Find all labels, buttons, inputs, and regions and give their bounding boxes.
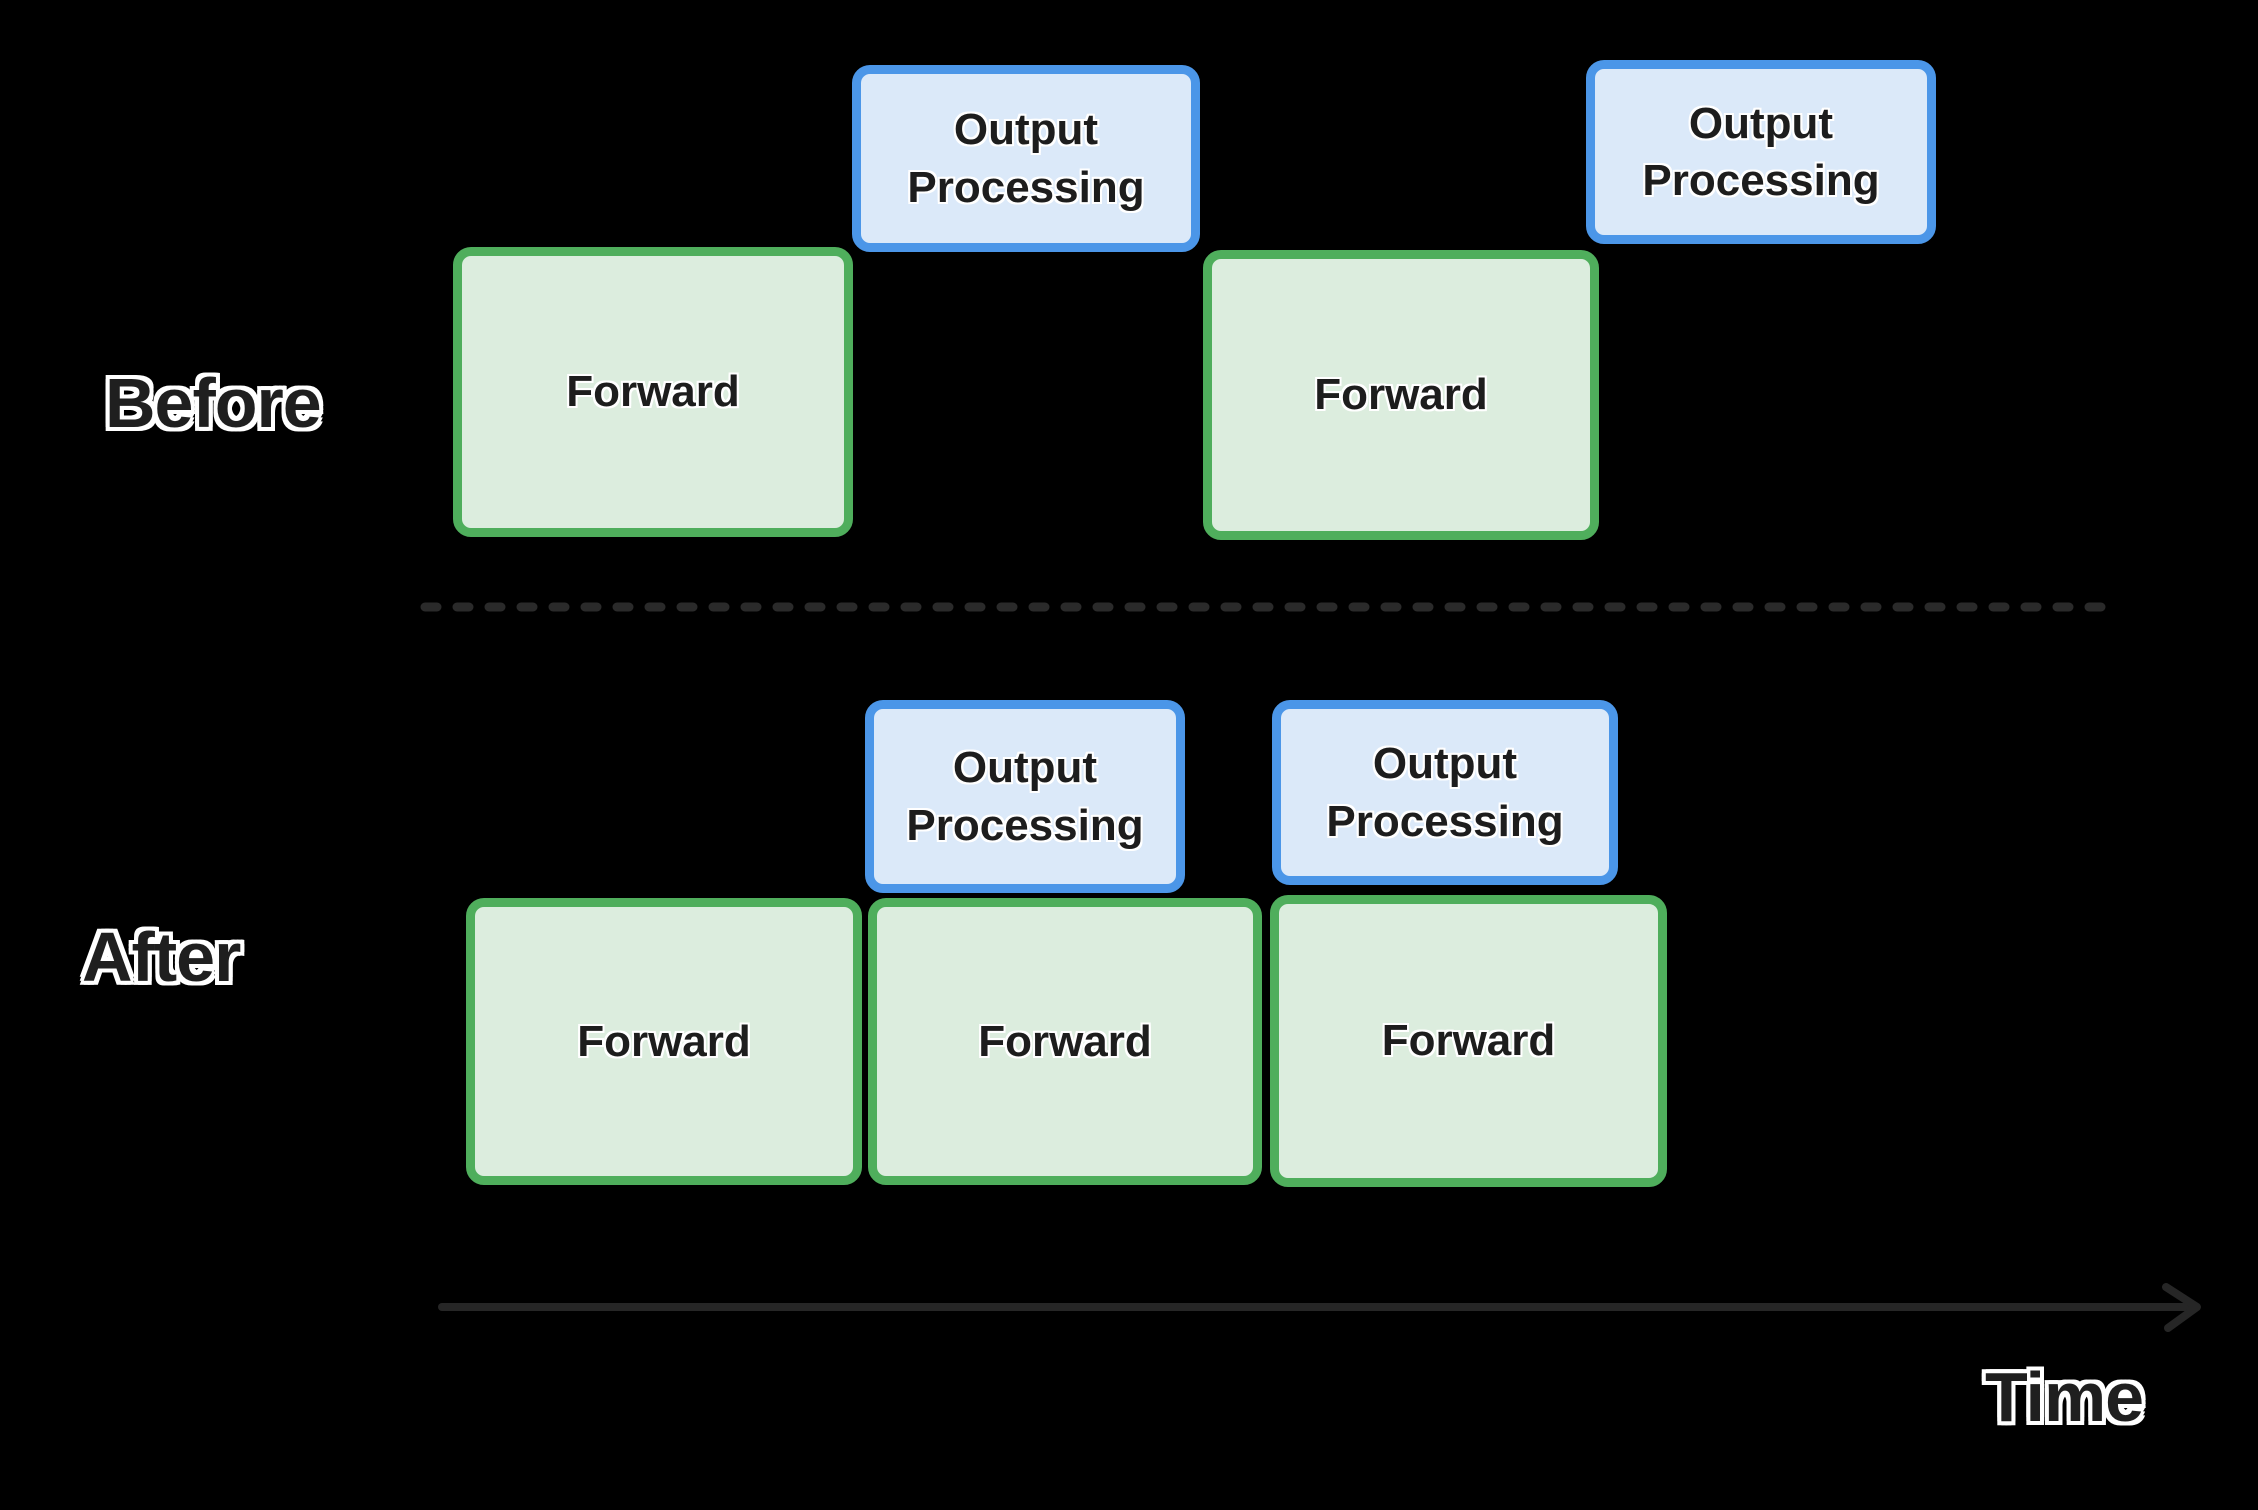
before-forward-2-box: Forward bbox=[1203, 250, 1599, 540]
before-output-processing-2-label: Output Processing bbox=[1642, 98, 1880, 205]
after-output-processing-1-label: Output Processing bbox=[906, 743, 1144, 850]
after-output-processing-2-label: Output Processing bbox=[1326, 739, 1564, 846]
after-forward-2-box: Forward bbox=[868, 898, 1262, 1185]
before-forward-1-box: Forward bbox=[453, 247, 853, 537]
time-axis-arrow-head bbox=[2162, 1283, 2201, 1332]
after-section-label: After bbox=[82, 918, 241, 996]
after-forward-2-label: Forward bbox=[978, 1016, 1152, 1066]
after-forward-1-box: Forward bbox=[466, 898, 862, 1185]
after-forward-3-box: Forward bbox=[1270, 895, 1667, 1187]
after-forward-1-label: Forward bbox=[577, 1016, 751, 1066]
time-axis-label: Time bbox=[1985, 1358, 2144, 1436]
after-output-processing-1-box: Output Processing bbox=[865, 700, 1185, 893]
before-forward-2-label: Forward bbox=[1314, 370, 1488, 420]
before-output-processing-2-box: Output Processing bbox=[1586, 60, 1936, 244]
before-output-processing-1-label: Output Processing bbox=[907, 105, 1145, 212]
before-section-label: Before bbox=[105, 364, 322, 442]
after-forward-3-label: Forward bbox=[1381, 1016, 1556, 1066]
before-forward-1-label: Forward bbox=[566, 367, 740, 417]
before-output-processing-1-box: Output Processing bbox=[852, 65, 1200, 252]
after-output-processing-2-box: Output Processing bbox=[1272, 700, 1618, 885]
